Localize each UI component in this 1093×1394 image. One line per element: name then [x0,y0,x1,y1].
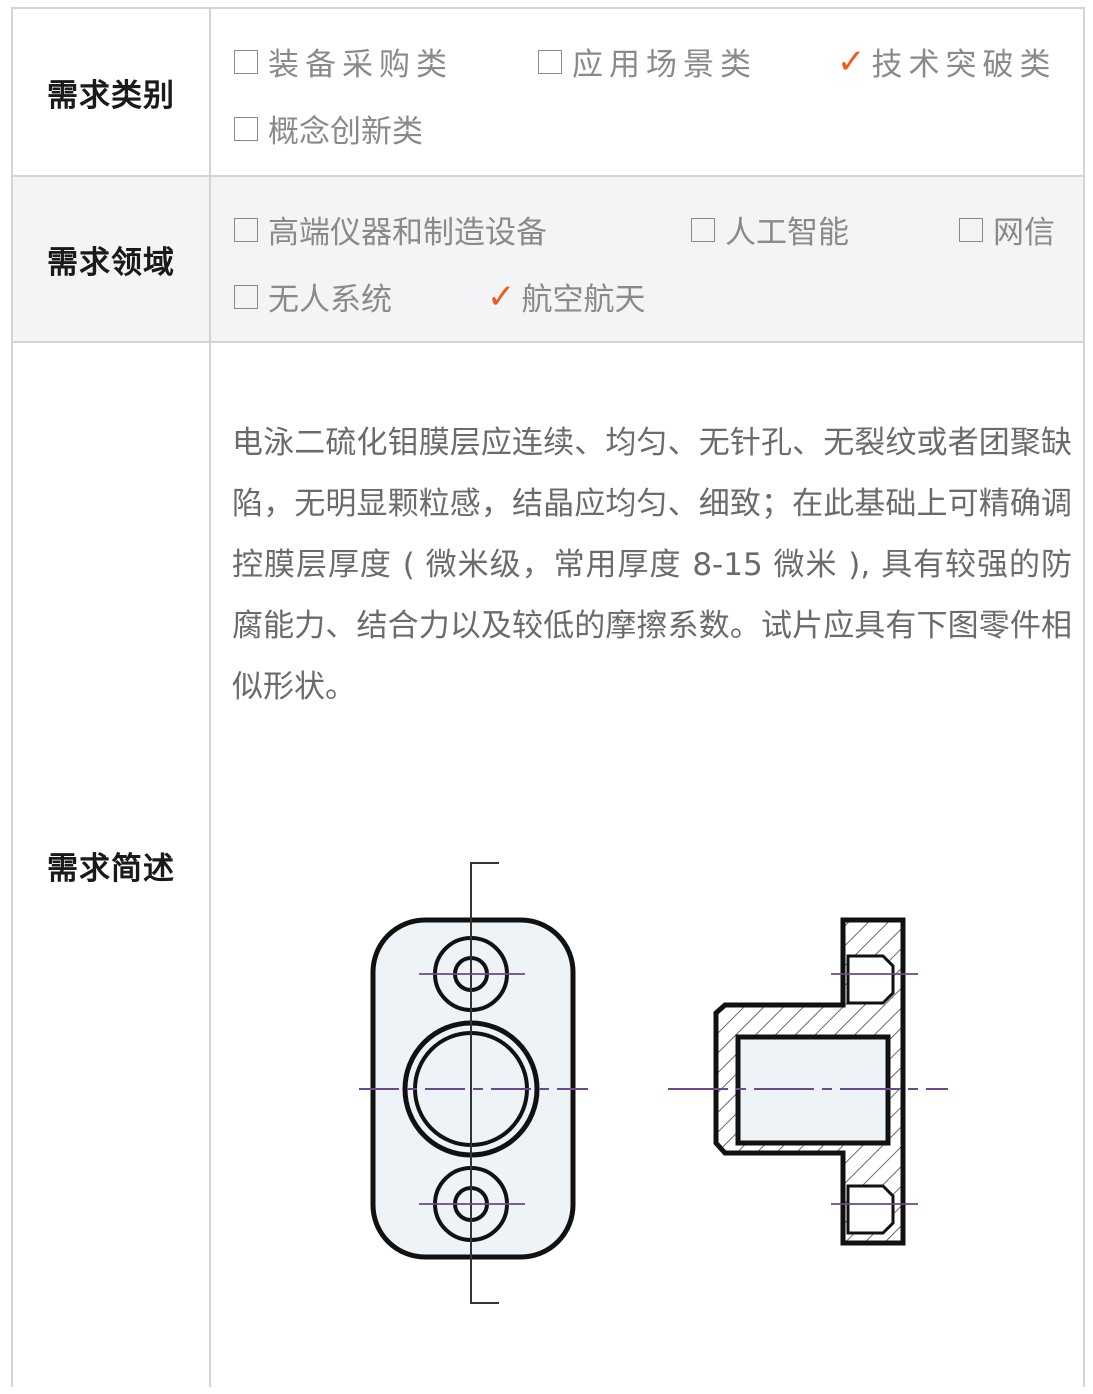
option-equipment-procurement[interactable]: 装备采购类 [234,39,453,84]
domain-label: 需求领域 [47,244,175,281]
vertical-centerline [470,862,499,1304]
option-aerospace[interactable]: ✓ 航空航天 [487,274,646,319]
option-unmanned-systems[interactable]: 无人系统 [234,274,392,319]
checkbox-empty-icon[interactable] [234,284,258,309]
option-label: 概念创新类 [268,114,423,150]
category-label: 需求类别 [47,77,175,114]
requirements-table: 需求类别 装备采购类 应用场景类 ✓ 技术突破类 概念创新类 需求领域 高端仪器… [11,7,1085,1387]
option-tech-breakthrough[interactable]: ✓ 技术突破类 [837,39,1057,84]
category-label-cell: 需求类别 [13,9,211,175]
checkbox-empty-icon[interactable] [959,217,983,242]
category-row: 需求类别 装备采购类 应用场景类 ✓ 技术突破类 概念创新类 [13,9,1083,177]
checkmark-icon[interactable]: ✓ [837,41,866,82]
description-label: 需求简述 [47,850,175,887]
section-view [668,917,948,1246]
option-label: 应用场景类 [572,47,757,83]
description-row: 需求简述 电泳二硫化钼膜层应连续、均匀、无针孔、无裂纹或者团聚缺陷，无明显颗粒感… [13,343,1083,1387]
option-application-scenario[interactable]: 应用场景类 [538,39,757,84]
option-label: 高端仪器和制造设备 [268,215,547,251]
option-high-end-instruments[interactable]: 高端仪器和制造设备 [234,207,547,252]
checkbox-empty-icon[interactable] [234,116,258,141]
checkbox-empty-icon[interactable] [538,49,562,74]
option-label: 人工智能 [725,215,849,251]
checkbox-empty-icon[interactable] [234,49,258,74]
option-concept-innovation[interactable]: 概念创新类 [234,106,423,151]
part-technical-drawing [359,862,948,1304]
option-artificial-intelligence[interactable]: 人工智能 [691,207,849,252]
option-label: 技术突破类 [871,47,1057,83]
option-cyber-information[interactable]: 网信 [959,207,1055,252]
domain-row: 需求领域 高端仪器和制造设备 人工智能 网信 无人系统 ✓ 航空航天 [13,177,1083,343]
lower-bolt-hole [846,1184,895,1235]
option-label: 装备采购类 [268,47,453,83]
description-text: 电泳二硫化钼膜层应连续、均匀、无针孔、无裂纹或者团聚缺陷，无明显颗粒感，结晶应均… [232,425,1072,705]
checkmark-icon[interactable]: ✓ [487,276,516,317]
option-label: 网信 [993,215,1055,251]
upper-bolt-hole [846,954,895,1005]
checkbox-empty-icon[interactable] [234,217,258,242]
description-label-cell: 需求简述 [13,343,211,1387]
front-view [359,862,588,1304]
domain-label-cell: 需求领域 [13,177,211,341]
option-label: 无人系统 [268,282,392,318]
option-label: 航空航天 [521,282,646,318]
checkbox-empty-icon[interactable] [691,217,715,242]
